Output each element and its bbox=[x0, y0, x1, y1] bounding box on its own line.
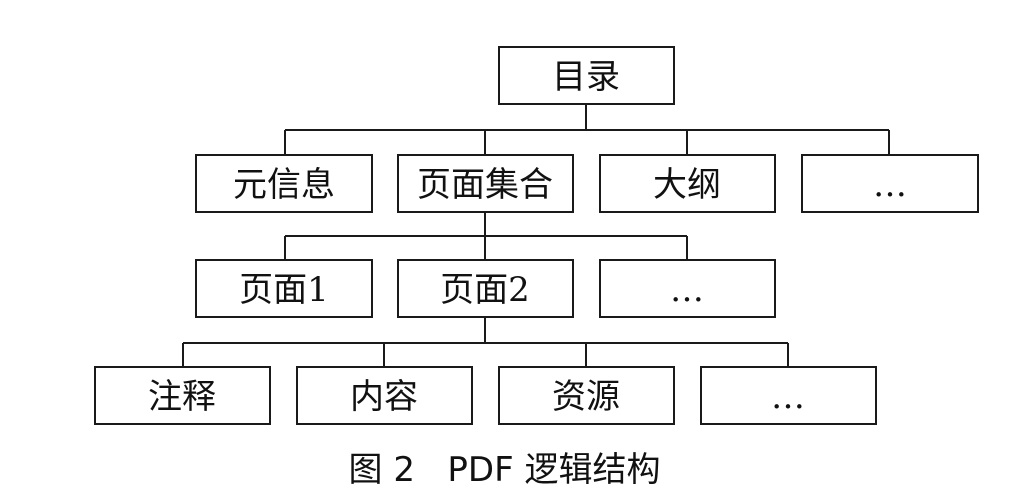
node-level3-more-label: … bbox=[771, 377, 805, 417]
node-yemianjihe: 页面集合 bbox=[397, 154, 574, 213]
node-level3-more: … bbox=[700, 366, 877, 425]
node-neirong-label: 内容 bbox=[350, 377, 418, 417]
node-root-label: 目录 bbox=[552, 57, 620, 97]
node-yemianjihe-label: 页面集合 bbox=[417, 165, 553, 205]
node-level1-more: … bbox=[801, 154, 979, 213]
node-page2: 页面2 bbox=[397, 259, 574, 318]
connectors bbox=[182, 104, 890, 367]
node-dagang-label: 大纲 bbox=[653, 165, 721, 205]
node-yuanxinxi: 元信息 bbox=[195, 154, 373, 213]
node-page1-label: 页面1 bbox=[239, 270, 329, 310]
node-ziyuan: 资源 bbox=[498, 366, 675, 425]
node-ziyuan-label: 资源 bbox=[552, 377, 620, 417]
node-yuanxinxi-label: 元信息 bbox=[233, 165, 335, 205]
node-level1-more-label: … bbox=[873, 165, 907, 205]
node-page2-label: 页面2 bbox=[440, 270, 530, 310]
node-root: 目录 bbox=[498, 46, 675, 105]
node-zhushi-label: 注释 bbox=[148, 377, 216, 417]
node-level2-more-label: … bbox=[670, 270, 704, 310]
node-neirong: 内容 bbox=[296, 366, 473, 425]
node-dagang: 大纲 bbox=[599, 154, 776, 213]
node-page1: 页面1 bbox=[195, 259, 373, 318]
node-level2-more: … bbox=[599, 259, 776, 318]
figure-caption: 图 2 PDF 逻辑结构 bbox=[348, 450, 661, 490]
node-zhushi: 注释 bbox=[94, 366, 271, 425]
